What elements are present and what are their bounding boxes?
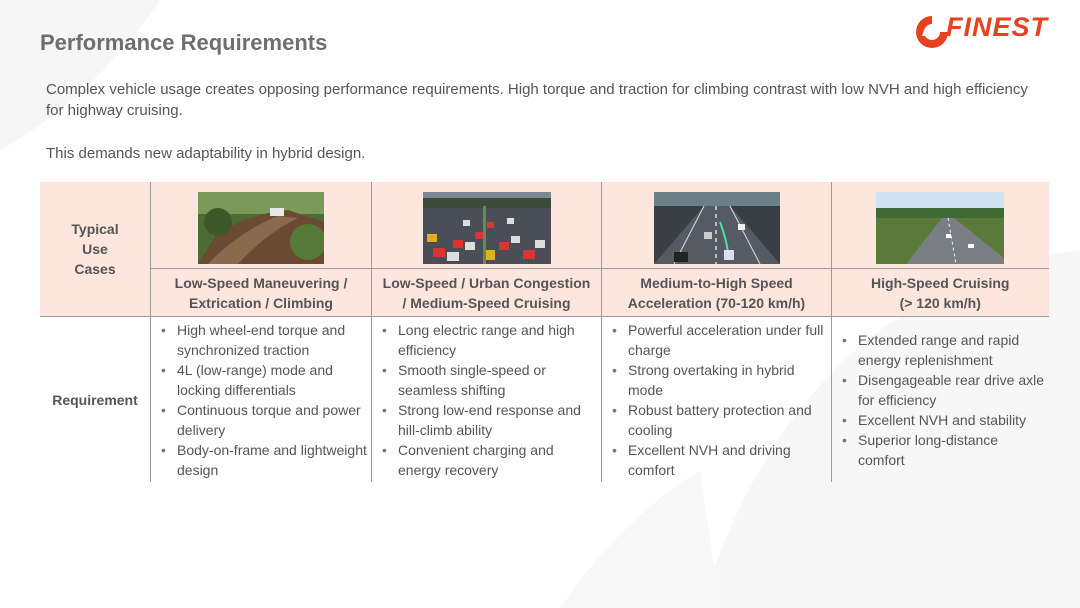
- use-case-image-cell: [150, 182, 372, 269]
- list-item: Body-on-frame and lightweight design: [159, 440, 367, 480]
- urban-traffic-photo: [422, 192, 551, 264]
- row-header-use-cases: Typical Use Cases: [40, 182, 151, 317]
- list-item: Smooth single-speed or seamless shifting: [380, 360, 597, 400]
- requirement-list-cell: Powerful acceleration under full charge …: [601, 316, 832, 482]
- requirement-list-cell: Long electric range and high efficiency …: [371, 316, 602, 482]
- list-item: Excellent NVH and driving comfort: [610, 440, 827, 480]
- list-item: Robust battery protection and cooling: [610, 400, 827, 440]
- list-item: Disengageable rear drive axle for effici…: [840, 370, 1045, 410]
- use-case-image-cell: [831, 182, 1049, 269]
- list-item: High wheel-end torque and synchronized t…: [159, 320, 367, 360]
- list-item: Strong overtaking in hybrid mode: [610, 360, 827, 400]
- intro-paragraph: Complex vehicle usage creates opposing p…: [46, 81, 1028, 119]
- list-item: Powerful acceleration under full charge: [610, 320, 827, 360]
- requirement-list-cell: Extended range and rapid energy replenis…: [831, 316, 1049, 482]
- page-title: Performance Requirements: [40, 30, 328, 55]
- finest-logo-text: FINEST: [946, 12, 1049, 42]
- offroad-climbing-photo: [198, 192, 324, 264]
- use-case-title: Low-Speed Maneuvering / Extrication / Cl…: [150, 268, 372, 317]
- use-case-image-cell: [601, 182, 832, 269]
- list-item: Extended range and rapid energy replenis…: [840, 330, 1045, 370]
- use-case-title: High-Speed Cruising (> 120 km/h): [831, 268, 1049, 317]
- requirements-table: Typical Use Cases: [40, 182, 1049, 482]
- use-case-image-cell: [371, 182, 602, 269]
- use-case-title: Medium-to-High Speed Acceleration (70-12…: [601, 268, 832, 317]
- requirement-list-cell: High wheel-end torque and synchronized t…: [150, 316, 372, 482]
- highway-cruising-photo: [876, 192, 1005, 264]
- list-item: 4L (low-range) mode and locking differen…: [159, 360, 367, 400]
- use-case-title: Low-Speed / Urban Congestion / Medium-Sp…: [371, 268, 602, 317]
- list-item: Continuous torque and power delivery: [159, 400, 367, 440]
- intro-paragraph-2: This demands new adaptability in hybrid …: [46, 145, 366, 162]
- row-header-requirement: Requirement: [40, 316, 151, 482]
- list-item: Convenient charging and energy recovery: [380, 440, 597, 480]
- list-item: Long electric range and high efficiency: [380, 320, 597, 360]
- list-item: Superior long-distance comfort: [840, 430, 1045, 470]
- finest-logo-icon: [916, 16, 948, 48]
- highway-acceleration-photo: [653, 192, 780, 264]
- list-item: Strong low-end response and hill-climb a…: [380, 400, 597, 440]
- list-item: Excellent NVH and stability: [840, 410, 1045, 430]
